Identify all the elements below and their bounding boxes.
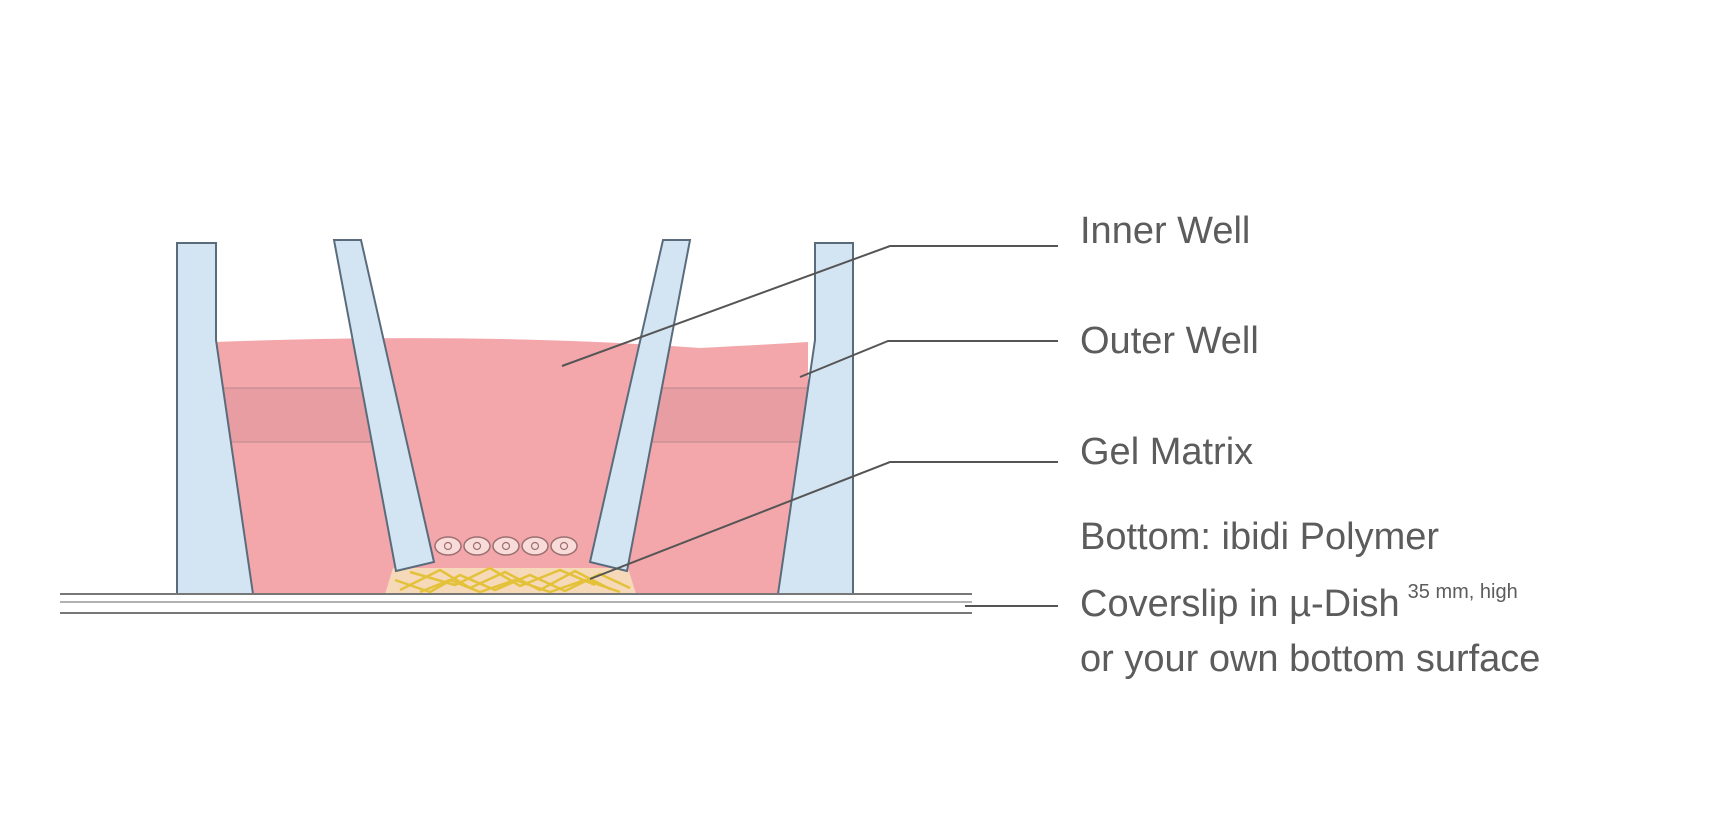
label-bottom: Bottom: ibidi Polymer Coverslip in µ-Dis… <box>1080 510 1540 687</box>
outer-well-band-left <box>215 388 380 442</box>
cell-layer <box>434 536 578 556</box>
outer-wall-left <box>176 242 255 595</box>
label-inner-well: Inner Well <box>1080 210 1251 252</box>
label-gel-matrix: Gel Matrix <box>1080 431 1254 473</box>
bottom-coverslip <box>60 593 972 614</box>
label-bottom-superscript: 35 mm, high <box>1407 581 1518 603</box>
leader-outer-well <box>799 340 1058 378</box>
cell <box>550 536 578 556</box>
culture-medium <box>215 338 808 595</box>
leader-inner-well <box>561 245 1058 367</box>
inner-wall-right <box>588 239 692 573</box>
cell <box>463 536 491 556</box>
cell <box>434 536 462 556</box>
label-bottom-line1: Bottom: ibidi Polymer <box>1080 516 1440 558</box>
inner-wall-left <box>332 239 436 573</box>
label-bottom-line2: Coverslip in µ-Dish <box>1080 583 1400 625</box>
cell <box>492 536 520 556</box>
outer-well-band-right <box>645 388 810 442</box>
cell <box>521 536 549 556</box>
leader-gel-matrix <box>589 461 1058 580</box>
label-outer-well: Outer Well <box>1080 320 1259 362</box>
label-bottom-line3: or your own bottom surface <box>1080 638 1541 680</box>
gel-fibers <box>394 566 631 594</box>
label-bottom-line2-wrap: Coverslip in µ-Dish 35 mm, high <box>1080 565 1540 632</box>
